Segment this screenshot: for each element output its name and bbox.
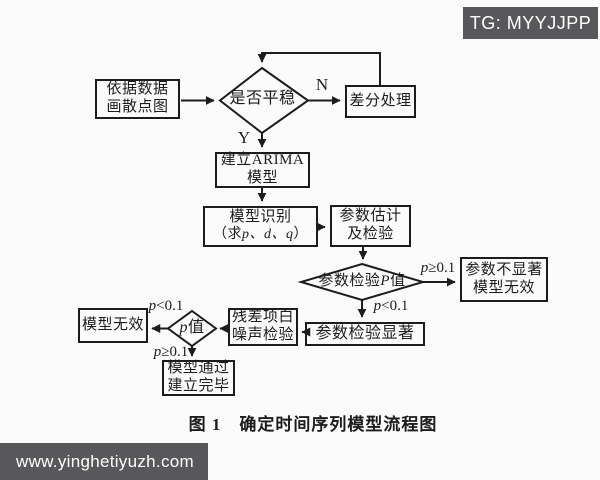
- model-identify-line1: 模型识别: [229, 209, 292, 226]
- decision-pvalue-label: 参数检验P值: [318, 273, 406, 289]
- node-difference: 差分处理: [345, 85, 416, 118]
- node-model-identify: 模型识别 （求p、d、q）: [203, 206, 318, 247]
- figure-caption: 图 1 确定时间序列模型流程图: [188, 415, 438, 434]
- condition-p-lt-left: p<0.1: [148, 298, 184, 314]
- decision-p-label: p值: [179, 319, 205, 336]
- node-build-arima: 建立ARIMA 模型: [215, 152, 310, 188]
- branch-label-y: Y: [237, 128, 251, 147]
- node-param-insignificant: 参数不显著 模型无效: [460, 257, 548, 302]
- node-plot-scatter: 依据数据 画散点图: [95, 79, 180, 119]
- node-model-invalid: 模型无效: [78, 308, 148, 343]
- condition-p-ge-right: p≥0.1: [420, 260, 456, 276]
- node-param-significant: 参数检验显著: [305, 322, 425, 346]
- branch-label-n: N: [315, 75, 329, 94]
- condition-p-ge-down: p≥0.1: [153, 344, 189, 360]
- node-param-estimate: 参数估计 及检验: [330, 205, 411, 247]
- condition-p-lt-down: p<0.1: [373, 298, 409, 314]
- decision-stationary-label: 是否平稳: [229, 90, 296, 107]
- model-identify-line2: （求p、d、q）: [213, 227, 308, 243]
- tg-watermark-badge: TG: MYYJJPP: [463, 7, 598, 39]
- arrow-difference-feedback: [257, 52, 381, 85]
- node-residual-whitenoise: 残差项白 噪声检验: [228, 308, 298, 346]
- website-watermark-bar: www.yinghetiyuzh.com: [0, 443, 208, 480]
- node-model-complete: 模型通过 建立完毕: [162, 360, 235, 396]
